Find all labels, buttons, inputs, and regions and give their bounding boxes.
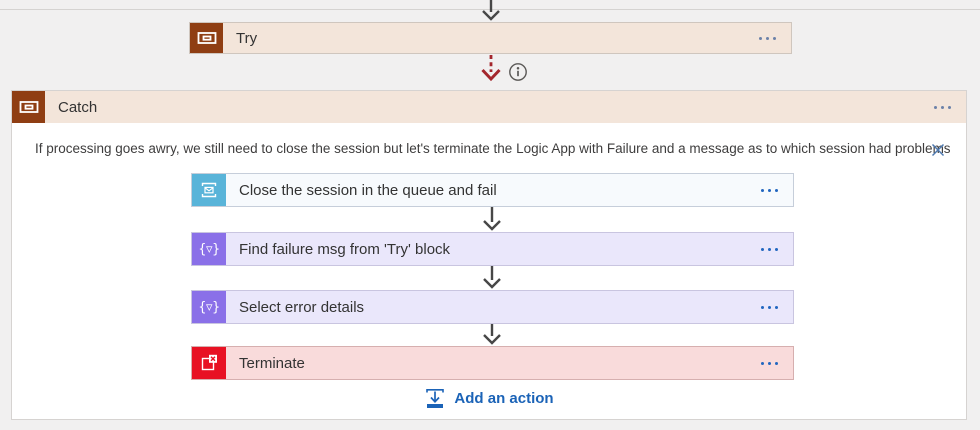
- action-card-terminate[interactable]: Terminate: [191, 346, 794, 380]
- scope-icon: [190, 23, 223, 53]
- action-card-select-error-details[interactable]: {▿} Select error details: [191, 290, 794, 324]
- insert-action-icon: [426, 389, 445, 408]
- flow-arrow-icon: [482, 0, 500, 21]
- more-options-icon[interactable]: [761, 188, 778, 192]
- more-options-icon[interactable]: [761, 361, 778, 365]
- flow-arrow-icon: [483, 324, 501, 345]
- catch-scope-title: Catch: [58, 98, 98, 116]
- more-options-icon[interactable]: [759, 36, 776, 40]
- catch-scope-container: Catch If processing goes awry, we still …: [11, 90, 967, 420]
- action-card-title: Find failure msg from 'Try' block: [239, 240, 451, 258]
- info-icon[interactable]: [508, 62, 528, 82]
- scope-icon: [12, 91, 45, 123]
- catch-scope-header[interactable]: Catch: [12, 91, 966, 123]
- data-operations-icon: {▿}: [192, 291, 226, 323]
- add-an-action-label: Add an action: [454, 390, 554, 407]
- add-an-action-button[interactable]: Add an action: [12, 387, 966, 410]
- flow-arrow-icon: [483, 207, 501, 231]
- more-options-icon[interactable]: [761, 247, 778, 251]
- action-card-close-session[interactable]: Close the session in the queue and fail: [191, 173, 794, 207]
- try-card-title: Try: [236, 29, 258, 47]
- flow-arrow-icon: [483, 266, 501, 289]
- run-after-failed-arrow-icon: [481, 55, 501, 82]
- action-card-title: Close the session in the queue and fail: [239, 181, 497, 199]
- more-options-icon[interactable]: [761, 305, 778, 309]
- action-card-title: Select error details: [239, 298, 365, 316]
- close-comment-icon[interactable]: [930, 142, 946, 158]
- action-card-find-failure-msg[interactable]: {▿} Find failure msg from 'Try' block: [191, 232, 794, 266]
- action-card-title: Terminate: [239, 354, 305, 372]
- terminate-icon: [192, 347, 226, 379]
- data-operations-icon: {▿}: [192, 233, 226, 265]
- comment-text[interactable]: If processing goes awry, we still need t…: [35, 141, 951, 156]
- scope-comment: If processing goes awry, we still need t…: [25, 139, 951, 159]
- more-options-icon[interactable]: [934, 105, 951, 109]
- action-card-try[interactable]: Try: [189, 22, 792, 54]
- service-bus-icon: [192, 174, 226, 206]
